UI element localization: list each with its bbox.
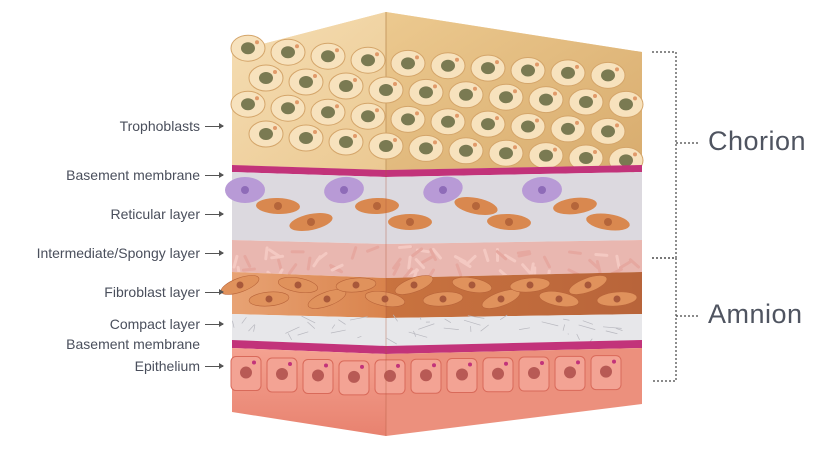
- label-compact-layer: Compact layer: [110, 316, 200, 332]
- arrow-compact-layer: [205, 324, 223, 325]
- epithelium-layer: [231, 348, 642, 436]
- amnion-bracket: [652, 258, 700, 381]
- reticular-layer: [225, 172, 642, 244]
- arrow-epithelium: [205, 366, 223, 367]
- label-basement-membrane-bottom: Basement membrane: [66, 336, 200, 352]
- group-label-chorion: Chorion: [708, 126, 806, 157]
- arrow-intermediate-layer: [205, 253, 223, 254]
- label-basement-membrane-top: Basement membrane: [66, 167, 200, 183]
- group-label-amnion: Amnion: [708, 299, 803, 330]
- trophoblast-layer: [231, 12, 643, 173]
- arrow-basement-membrane-top: [205, 175, 223, 176]
- arrow-fibroblast-layer: [205, 292, 223, 293]
- label-trophoblasts: Trophoblasts: [120, 118, 200, 134]
- arrow-reticular-layer: [205, 214, 223, 215]
- label-intermediate-layer: Intermediate/Spongy layer: [37, 245, 200, 261]
- compact-layer: [232, 314, 642, 346]
- label-reticular-layer: Reticular layer: [111, 206, 200, 222]
- label-epithelium: Epithelium: [135, 358, 200, 374]
- label-fibroblast-layer: Fibroblast layer: [104, 284, 200, 300]
- chorion-bracket: [652, 52, 700, 258]
- fibroblast-layer: [219, 272, 642, 318]
- arrow-trophoblasts: [205, 126, 223, 127]
